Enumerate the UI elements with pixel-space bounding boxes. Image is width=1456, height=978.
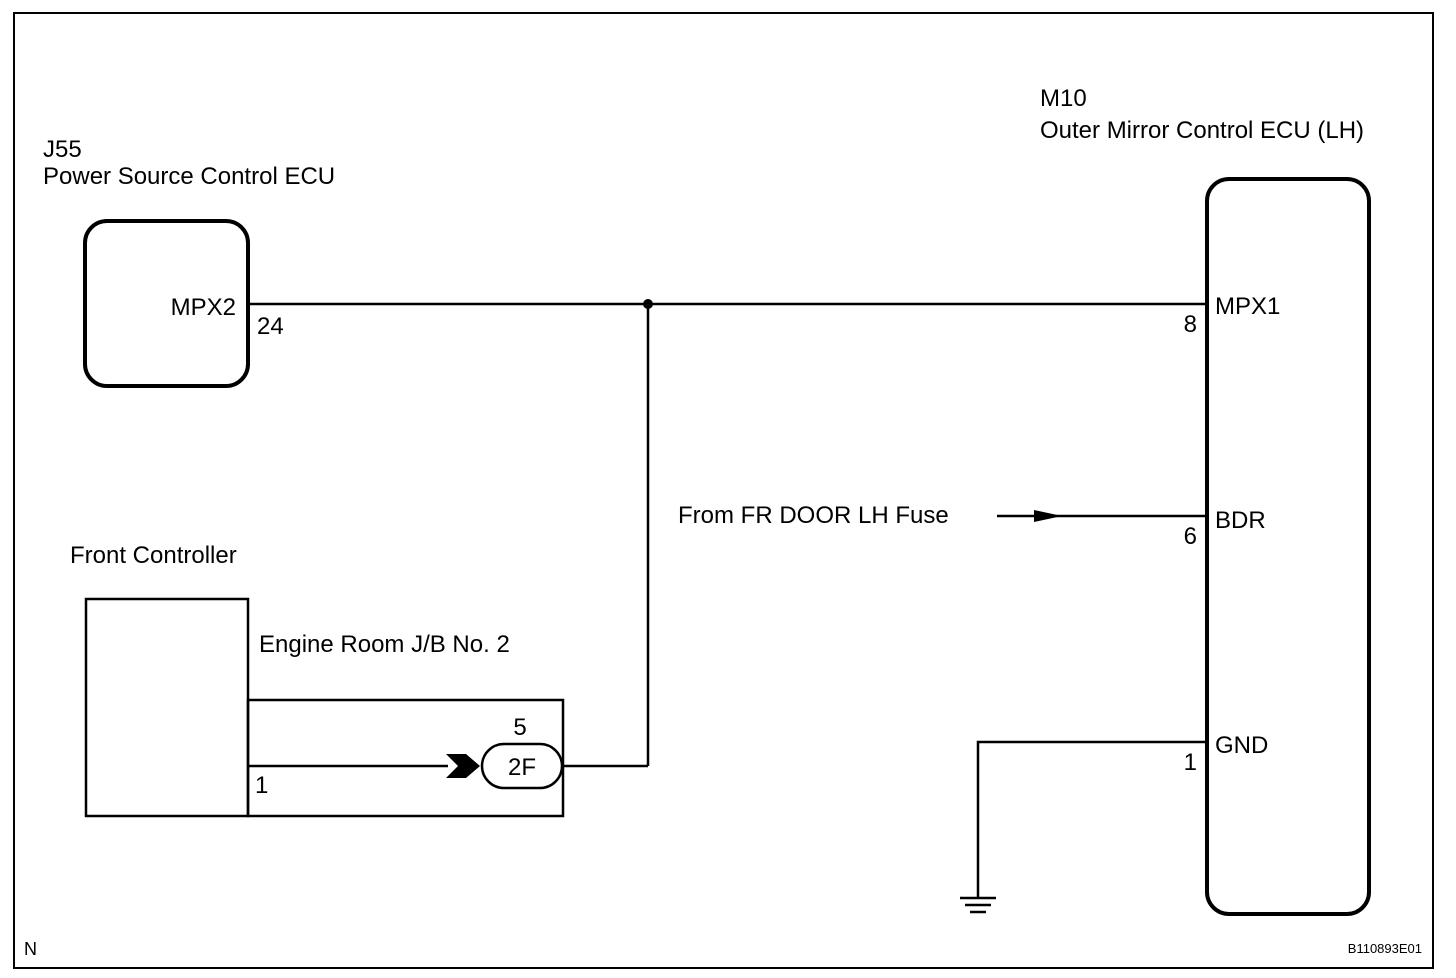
- front-controller-pin-1: 1: [255, 772, 268, 799]
- junction-block-name: Engine Room J/B No. 2: [259, 631, 510, 658]
- arrow-right-icon: [1034, 510, 1062, 522]
- power-ecu-terminal-mpx2: MPX2: [171, 294, 236, 321]
- connector-pin-5: 5: [513, 714, 526, 741]
- diagram-frame: [13, 12, 1434, 969]
- power-ecu-name: Power Source Control ECU: [43, 163, 335, 190]
- mirror-ecu-pin-8: 8: [1184, 311, 1197, 338]
- connector-2f-label: 2F: [508, 754, 536, 781]
- corner-letter: N: [24, 939, 37, 959]
- mirror-ecu-terminal-bdr: BDR: [1215, 507, 1266, 534]
- ground-wire: [976, 740, 1207, 898]
- mirror-ecu-name: Outer Mirror Control ECU (LH): [1040, 117, 1364, 144]
- fuse-source-label: From FR DOOR LH Fuse: [678, 502, 949, 529]
- front-controller-box: [84, 597, 250, 818]
- ground-icon: [960, 896, 996, 914]
- front-controller-name: Front Controller: [70, 542, 237, 569]
- mirror-ecu-pin-6: 6: [1184, 523, 1197, 550]
- mirror-ecu-code: M10: [1040, 85, 1087, 112]
- mirror-ecu-box: [1205, 177, 1371, 916]
- power-ecu-pin-24: 24: [257, 313, 284, 340]
- power-ecu-code: J55: [43, 136, 82, 163]
- figure-code: B110893E01: [1348, 941, 1422, 956]
- mirror-ecu-terminal-mpx1: MPX1: [1215, 293, 1280, 320]
- junction-block-box: [246, 698, 565, 818]
- connector-arrow-icon: [446, 754, 480, 778]
- mirror-ecu-pin-1: 1: [1184, 749, 1197, 776]
- mirror-ecu-terminal-gnd: GND: [1215, 732, 1268, 759]
